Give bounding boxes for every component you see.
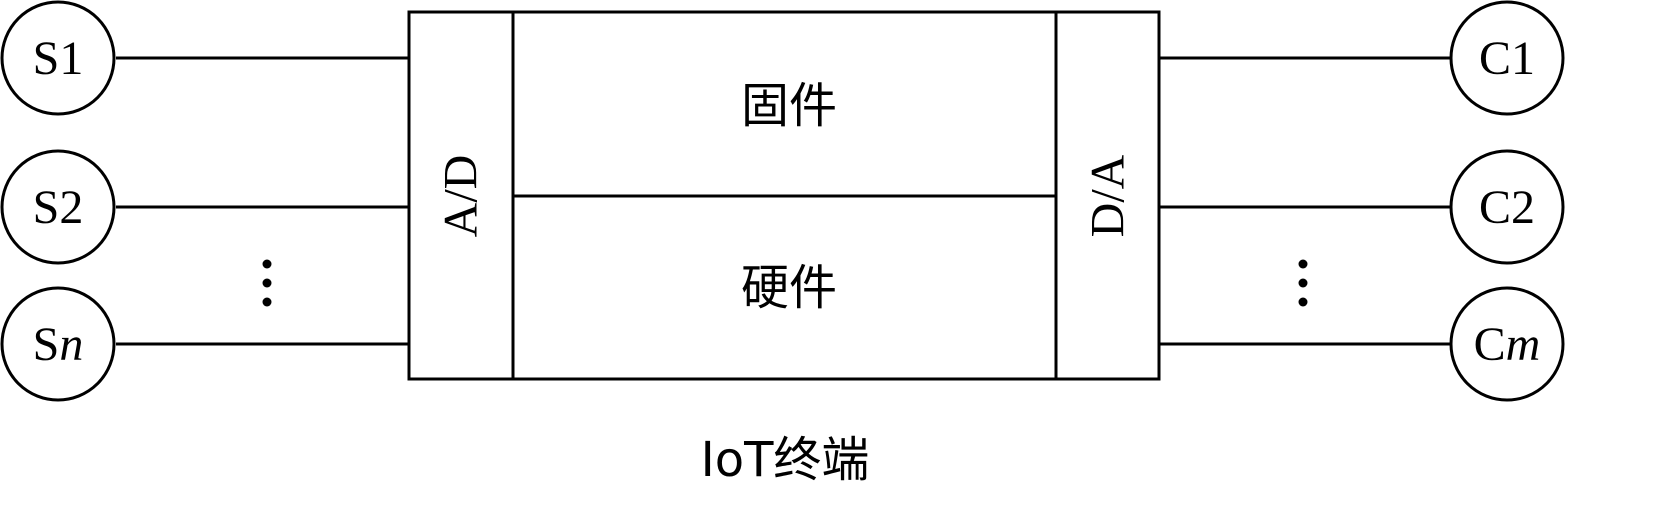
sensor-node-n-label: Sn bbox=[33, 318, 84, 371]
iot-terminal-box: A/D D/A 固件 硬件 bbox=[407, 10, 1161, 381]
firmware-label: 固件 bbox=[741, 78, 837, 134]
sensor-node-1-label: S1 bbox=[33, 32, 84, 85]
terminal-caption: IoT终端 bbox=[701, 432, 870, 488]
sensor-ellipsis-dot bbox=[262, 297, 272, 307]
sensor-ellipsis bbox=[262, 259, 272, 307]
controller-node-2: C2 bbox=[1449, 149, 1565, 265]
terminal-outer-frame bbox=[407, 10, 1161, 381]
controller-node-2-circle bbox=[1449, 149, 1565, 265]
controller-ellipsis-dot bbox=[1298, 259, 1308, 269]
sensor-ellipsis-dot bbox=[262, 278, 272, 288]
sensor-node-2: S2 bbox=[0, 149, 116, 265]
controller-node-1-circle bbox=[1449, 0, 1565, 116]
ad-converter-label: A/D bbox=[435, 155, 488, 238]
sensor-node-2-label: S2 bbox=[33, 181, 84, 234]
controller-ellipsis-dot bbox=[1298, 278, 1308, 288]
sensor-node-2-circle bbox=[0, 149, 116, 265]
controller-node-m-circle bbox=[1449, 286, 1565, 402]
controller-node-1: C1 bbox=[1449, 0, 1565, 116]
controller-node-1-label: C1 bbox=[1479, 32, 1535, 85]
hardware-label: 硬件 bbox=[741, 260, 837, 316]
da-converter-label: D/A bbox=[1082, 154, 1135, 237]
sensor-node-n-circle bbox=[0, 286, 116, 402]
sensor-ellipsis-dot bbox=[262, 259, 272, 269]
sensor-node-1-circle bbox=[0, 0, 116, 116]
controller-node-2-label: C2 bbox=[1479, 181, 1535, 234]
sensor-node-n: Sn bbox=[0, 286, 116, 402]
controller-node-m: Cm bbox=[1449, 286, 1565, 402]
controller-node-m-label: Cm bbox=[1474, 318, 1541, 371]
controller-ellipsis bbox=[1298, 259, 1308, 307]
sensor-node-1: S1 bbox=[0, 0, 116, 116]
controller-ellipsis-dot bbox=[1298, 297, 1308, 307]
